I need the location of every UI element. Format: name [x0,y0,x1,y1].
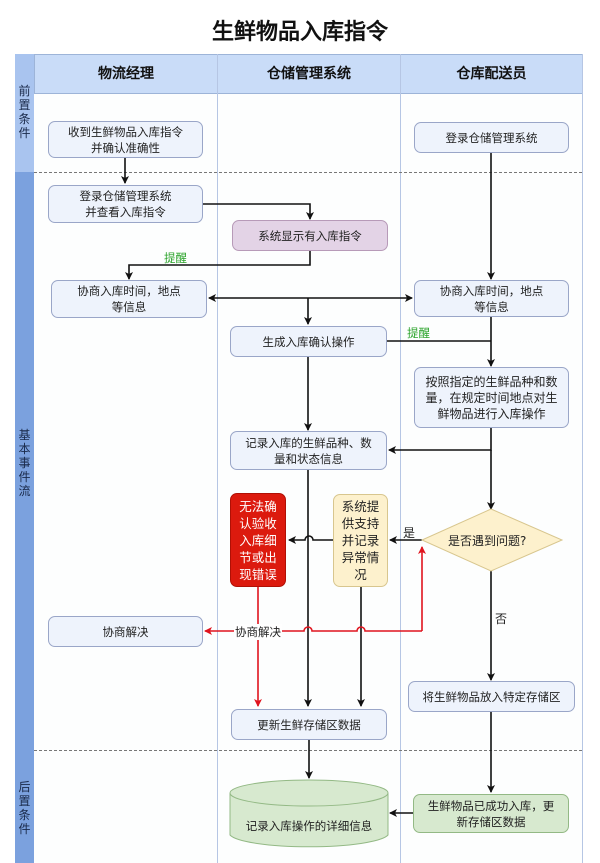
node-manager-negotiate[interactable]: 协商入库时间，地点 等信息 [51,280,207,318]
phase-bar-pre [15,54,34,172]
node-manager-login[interactable]: 登录仓储管理系统 并查看入库指令 [48,185,203,223]
lane-divider [217,54,218,863]
edge-label-no: 否 [495,612,508,626]
diagram-title: 生鲜物品入库指令 [211,20,388,45]
node-place-storage[interactable]: 将生鲜物品放入特定存储区 [408,681,575,712]
node-manager-resolve[interactable]: 协商解决 [48,616,203,647]
node-success[interactable]: 生鲜物品已成功入库，更 新存储区数据 [413,794,569,833]
edge-label-remind: 提醒 [407,326,430,340]
phase-bar-post [15,750,34,863]
edge-label-yes: 是 [403,526,416,540]
phase-label-main: 基本事件流 [18,428,31,498]
node-system-show[interactable]: 系统显示有入库指令 [232,220,388,251]
error-edge [204,626,422,635]
edge-label-remind: 提醒 [164,251,187,265]
edge-label-resolve: 协商解决 [234,624,282,640]
lane-divider [400,54,401,863]
lane-header-manager: 物流经理 [34,54,218,94]
phase-separator [34,750,582,751]
node-record-detail[interactable]: 记录入库操作的详细信息 [245,819,373,833]
edge [203,203,314,220]
phase-bar-main [15,172,34,750]
phase-label-pre: 前置条件 [18,84,31,140]
decision-diamond [420,508,564,572]
phase-separator [34,172,582,173]
node-record-info[interactable]: 记录入库的生鲜品种、数 量和状态信息 [230,431,387,470]
lane-header-courier: 仓库配送员 [400,54,583,94]
edge [125,251,311,280]
lane-divider [582,54,583,863]
node-receive-instruction[interactable]: 收到生鲜物品入库指令 并确认准确性 [48,121,203,158]
node-generate-confirm[interactable]: 生成入库确认操作 [230,326,387,357]
edge [288,535,333,544]
edge [388,428,492,454]
node-courier-negotiate[interactable]: 协商入库时间，地点 等信息 [414,280,569,317]
database-cylinder [229,779,389,848]
lane-header-system: 仓储管理系统 [217,54,401,94]
node-courier-operate[interactable]: 按照指定的生鲜品种和数 量，在规定时间地点对生 鲜物品进行入库操作 [414,367,569,428]
node-update-data[interactable]: 更新生鲜存储区数据 [231,709,387,740]
node-error[interactable]: 无法确 认验收 入库细 节或出 现错误 [230,493,286,587]
decision-label[interactable]: 是否遇到问题? [448,534,527,548]
phase-label-post: 后置条件 [18,780,31,836]
node-system-support[interactable]: 系统提 供支持 并记录 异常情 况 [333,494,388,587]
node-courier-login[interactable]: 登录仓储管理系统 [414,122,569,153]
